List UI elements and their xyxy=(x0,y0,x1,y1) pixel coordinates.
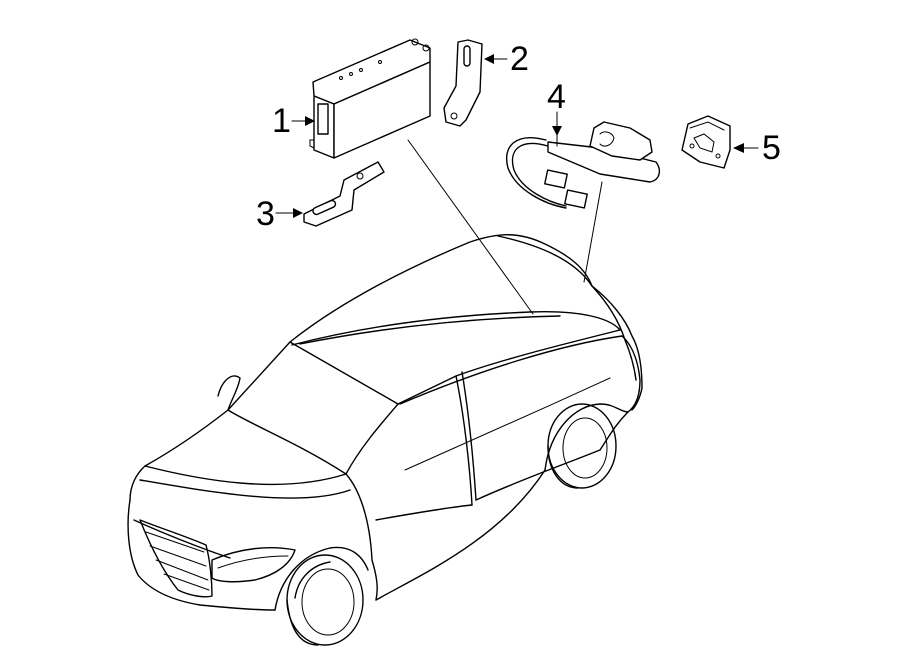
callout-2-arrow xyxy=(484,54,494,64)
callout-5-label: 5 xyxy=(762,129,781,167)
callout-1-label: 1 xyxy=(272,102,291,140)
control-module-part xyxy=(309,38,431,159)
callout-1-arrow xyxy=(305,116,315,126)
callout-4-label: 4 xyxy=(547,78,566,116)
bracket-lower-part xyxy=(303,161,385,227)
callout-4-arrow xyxy=(552,126,562,136)
vehicle-outline xyxy=(127,234,643,646)
callout-5: 5 xyxy=(733,129,781,167)
sensor-part xyxy=(681,115,731,169)
callout-1: 1 xyxy=(272,102,315,140)
leader-lines xyxy=(407,139,603,315)
antenna-cable-part xyxy=(506,117,661,209)
callout-3-arrow xyxy=(293,208,303,218)
callout-5-arrow xyxy=(733,143,744,153)
callout-2-label: 2 xyxy=(510,40,529,78)
callout-3: 3 xyxy=(256,195,303,233)
callout-4: 4 xyxy=(547,78,566,136)
callout-3-label: 3 xyxy=(256,195,275,233)
callout-2: 2 xyxy=(484,40,529,78)
bracket-upper-part xyxy=(443,39,483,127)
